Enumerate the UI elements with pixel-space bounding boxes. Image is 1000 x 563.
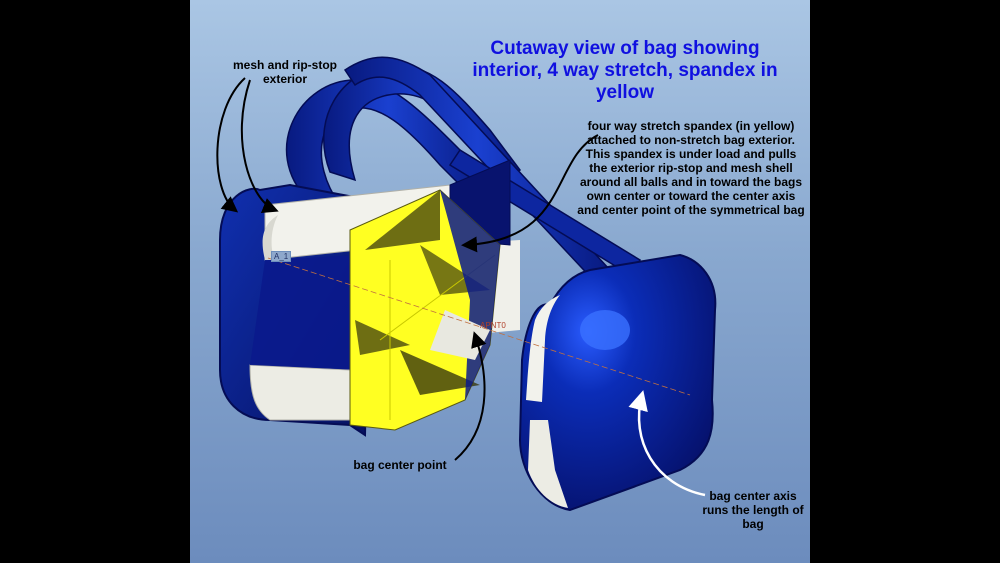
point-marker: APNT0 [480, 321, 506, 330]
label-center-point: bag center point [353, 458, 447, 472]
label-center-axis: bag center axis runs the length of bag [702, 489, 804, 531]
callout-arrows [216, 77, 706, 497]
bag-end-cap [518, 253, 717, 512]
axis-marker: A_1 [271, 251, 292, 262]
bag-cutaway-illustration [216, 56, 717, 512]
label-mesh-exterior: mesh and rip-stop exterior [232, 58, 337, 86]
diagram-title: Cutaway view of bag showing interior, 4 … [472, 38, 778, 103]
cad-viewport: Cutaway view of bag showing interior, 4 … [190, 0, 810, 563]
bag-main-body [219, 159, 520, 437]
center-axis-line [267, 257, 691, 396]
label-spandex-note: four way stretch spandex (in yellow) att… [577, 119, 805, 217]
